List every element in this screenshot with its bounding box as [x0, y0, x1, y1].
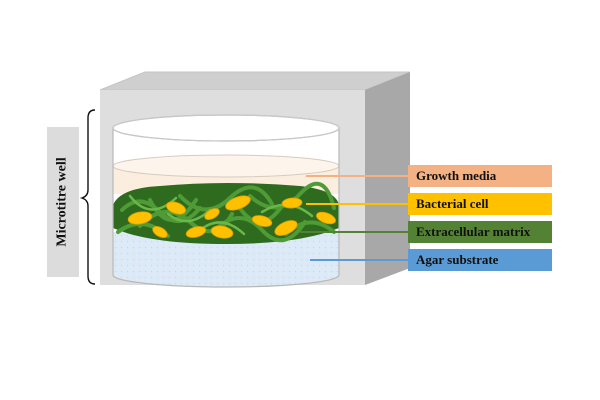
bacterial-cell [127, 211, 153, 225]
legend-bacterial-cell: Bacterial cell [408, 193, 552, 215]
bacterial-cells [127, 195, 336, 239]
well-bracket [79, 109, 96, 285]
well-outline [112, 114, 340, 288]
legend-extracellular-matrix-label: Extracellular matrix [416, 224, 531, 239]
legend-agar-substrate: Agar substrate [408, 249, 552, 271]
bacterial-cell [166, 201, 186, 215]
bacterial-cell [152, 226, 168, 238]
legend-bacterial-cell-label: Bacterial cell [416, 196, 489, 211]
legend-growth-media-label: Growth media [416, 168, 497, 183]
bacterial-cell [204, 208, 220, 220]
legend-agar-substrate-label: Agar substrate [416, 252, 499, 267]
bacterial-cell [185, 226, 207, 238]
legend-growth-media: Growth media [408, 165, 552, 187]
bacterial-cell [316, 211, 336, 225]
growth-media-surface [112, 154, 340, 178]
bacterial-cell [251, 215, 273, 227]
bacterial-cell [281, 197, 303, 209]
box-top-face [99, 71, 411, 91]
microtitre-well-label: Microtitre well [55, 157, 70, 247]
well-rim [112, 114, 340, 142]
side-label-box: Microtitre well [47, 127, 79, 277]
box-side-face [365, 72, 410, 285]
bacterial-cell [225, 195, 251, 211]
bacterial-cell [274, 220, 298, 236]
legend-extracellular-matrix: Extracellular matrix [408, 221, 552, 243]
bacterial-cell [210, 225, 234, 239]
